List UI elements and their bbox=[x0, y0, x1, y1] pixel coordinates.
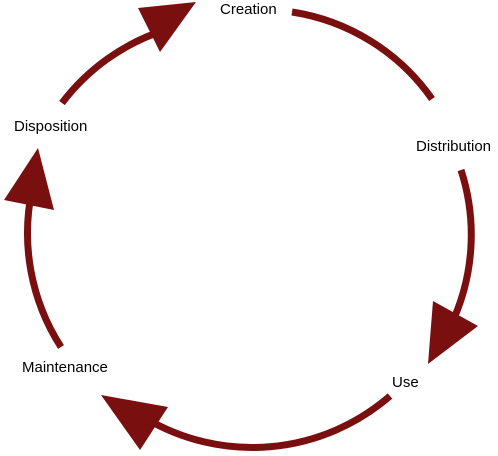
stage-label-maintenance: Maintenance bbox=[22, 359, 108, 376]
stage-label-creation: Creation bbox=[220, 1, 277, 18]
stage-label-disposition: Disposition bbox=[14, 118, 87, 135]
arc-maintenance-to-disposition bbox=[24, 189, 64, 349]
arc-disposition-to-creation bbox=[59, 26, 167, 106]
stage-label-use: Use bbox=[392, 374, 419, 391]
arc-use-to-maintenance bbox=[143, 393, 393, 451]
arrowhead-use bbox=[428, 301, 478, 364]
arc-distribution-to-use bbox=[446, 168, 475, 329]
arrowhead-creation bbox=[138, 2, 196, 52]
arc-creation-to-distribution bbox=[291, 8, 435, 102]
arrowhead-disposition bbox=[4, 148, 54, 210]
arrowhead-maintenance bbox=[101, 395, 168, 450]
stage-label-distribution: Distribution bbox=[416, 138, 491, 155]
